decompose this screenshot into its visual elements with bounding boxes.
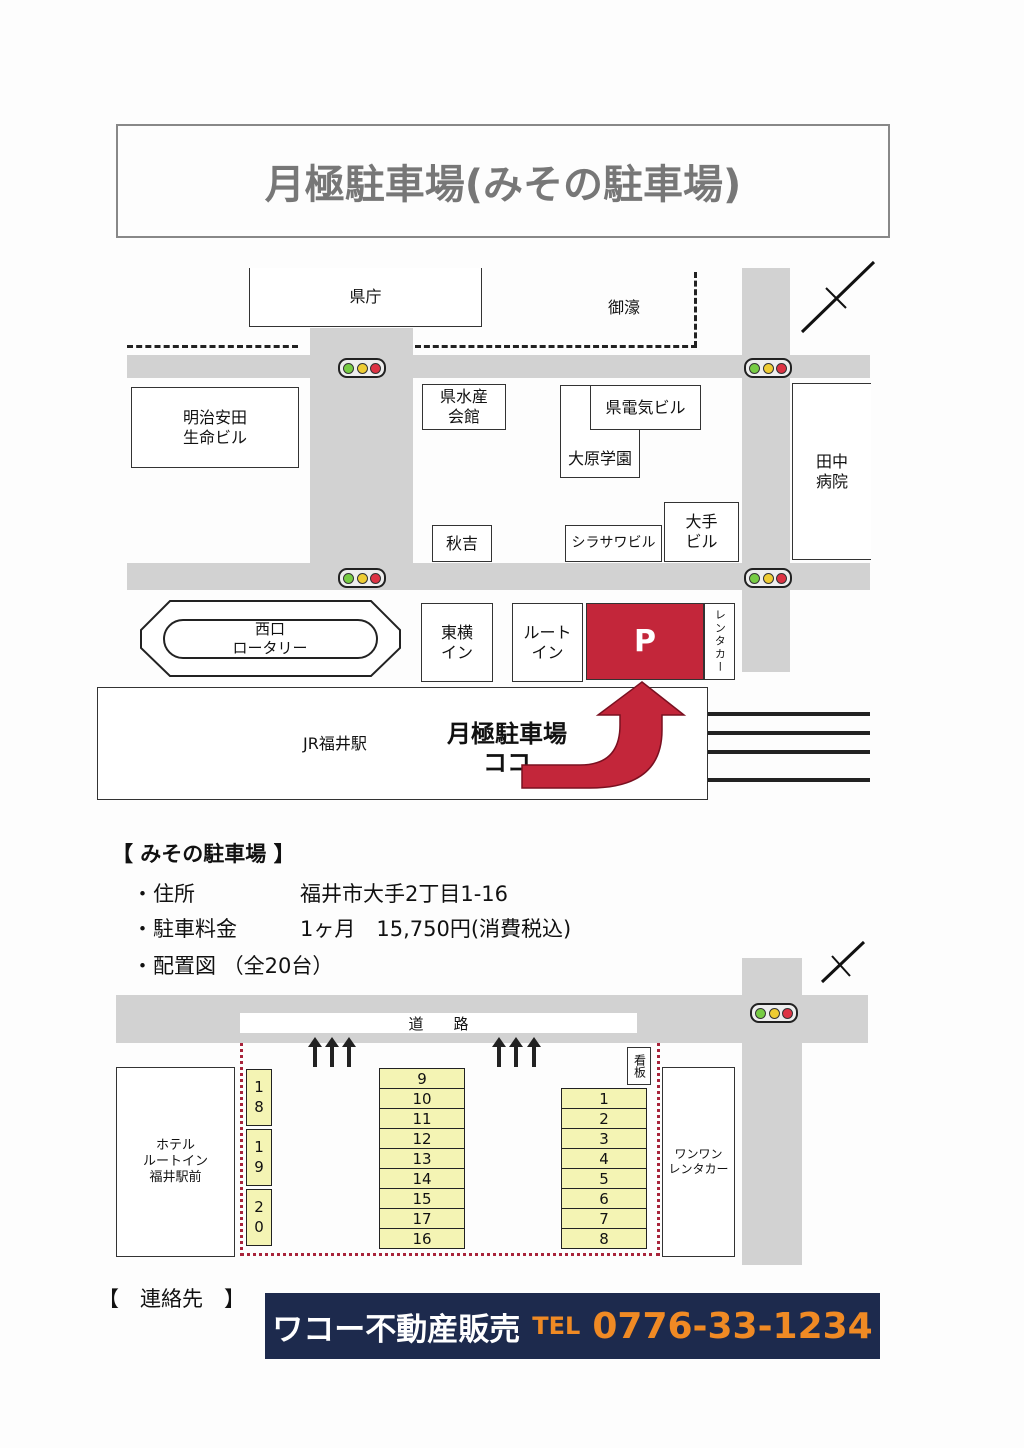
building-toyoko: 東横 イン bbox=[421, 603, 493, 682]
tel-label: TEL bbox=[532, 1312, 581, 1340]
title-box: 月極駐車場(みその駐車場) bbox=[116, 124, 890, 238]
entry-arrow-icon bbox=[492, 1037, 506, 1067]
address-label: ・住所 bbox=[132, 882, 195, 906]
entry-arrow-icon bbox=[308, 1037, 322, 1067]
parking-space: 9 bbox=[379, 1068, 465, 1089]
road bbox=[742, 268, 790, 672]
contact-label: 【 連絡先 】 bbox=[98, 1287, 245, 1311]
moat-line bbox=[694, 272, 697, 347]
moat-line bbox=[127, 345, 298, 348]
red-arrow-icon bbox=[521, 681, 687, 789]
road-label: 道 路 bbox=[240, 1013, 637, 1033]
parking-space: 14 bbox=[379, 1168, 465, 1189]
traffic-light-icon bbox=[338, 358, 386, 378]
entry-arrow-icon bbox=[509, 1037, 523, 1067]
ohori-label: 御濠 bbox=[608, 298, 641, 317]
parking-space: 10 bbox=[379, 1088, 465, 1109]
sign-label: 看板 bbox=[627, 1047, 651, 1085]
building-routeinn: ルート イン bbox=[512, 603, 583, 682]
building-kencho: 県庁 bbox=[249, 268, 482, 327]
parking-space: 7 bbox=[561, 1208, 647, 1229]
building-tanaka: 田中 病院 bbox=[792, 383, 871, 560]
contact-banner: ワコー不動産販売 TEL 0776-33-1234 bbox=[265, 1293, 880, 1359]
north-arrow-icon bbox=[820, 940, 866, 984]
rotary-shape bbox=[140, 600, 401, 677]
fee-value: 1ヶ月 15,750円(消費税込) bbox=[300, 917, 572, 941]
wanwan-building: ワンワン レンタカー bbox=[662, 1067, 735, 1257]
entry-arrow-icon bbox=[527, 1037, 541, 1067]
building-ote: 大手 ビル bbox=[664, 502, 739, 562]
parking-space: 12 bbox=[379, 1128, 465, 1149]
parking-space: 11 bbox=[379, 1108, 465, 1129]
fee-label: ・駐車料金 bbox=[132, 917, 237, 941]
layout-label: ・配置図 （全20台） bbox=[132, 954, 334, 978]
parking-space: 17 bbox=[379, 1208, 465, 1229]
parking-space: 4 bbox=[561, 1148, 647, 1169]
building-akiyoshi: 秋吉 bbox=[432, 525, 492, 562]
here-label: 月極駐車場ココ bbox=[447, 720, 567, 778]
traffic-light-icon bbox=[744, 568, 792, 588]
parking-space: 16 bbox=[379, 1228, 465, 1249]
traffic-light-icon bbox=[750, 1003, 798, 1023]
parking-space: 15 bbox=[379, 1188, 465, 1209]
parking-space: 6 bbox=[561, 1188, 647, 1209]
building-meiji: 明治安田 生命ビル bbox=[131, 387, 299, 468]
parking-marker: P bbox=[586, 603, 704, 680]
moat-line bbox=[415, 345, 697, 348]
here-line1: 月極駐車場 bbox=[447, 720, 567, 748]
railway bbox=[708, 712, 870, 782]
hotel-building: ホテル ルートイン 福井駅前 bbox=[116, 1067, 235, 1257]
entry-arrow-icon bbox=[342, 1037, 356, 1067]
building-suisan: 県水産 会館 bbox=[422, 384, 506, 430]
parking-space: 3 bbox=[561, 1128, 647, 1149]
info-heading: 【 みその駐車場 】 bbox=[112, 842, 295, 866]
company-name: ワコー不動産販売 bbox=[272, 1311, 521, 1348]
parking-space: 5 bbox=[561, 1168, 647, 1189]
traffic-light-icon bbox=[338, 568, 386, 588]
address-value: 福井市大手2丁目1-16 bbox=[300, 882, 509, 906]
parking-space: 1 bbox=[561, 1088, 647, 1109]
building-station: JR福井駅 bbox=[97, 687, 708, 800]
traffic-light-icon bbox=[744, 358, 792, 378]
parking-space: 13 bbox=[379, 1148, 465, 1169]
building-rentacar: レンタカー bbox=[704, 603, 735, 680]
parking-space: 8 bbox=[561, 1228, 647, 1249]
building-denki: 県電気ビル bbox=[590, 385, 701, 430]
parking-space: 2 bbox=[561, 1108, 647, 1129]
north-arrow-icon bbox=[800, 260, 876, 334]
building-shirasawa: シラサワビル bbox=[565, 525, 662, 562]
entry-arrow-icon bbox=[325, 1037, 339, 1067]
tel-number[interactable]: 0776-33-1234 bbox=[592, 1305, 873, 1347]
lot-boundary bbox=[240, 1043, 660, 1256]
rotary-label: 西口 ロータリー bbox=[232, 620, 308, 657]
